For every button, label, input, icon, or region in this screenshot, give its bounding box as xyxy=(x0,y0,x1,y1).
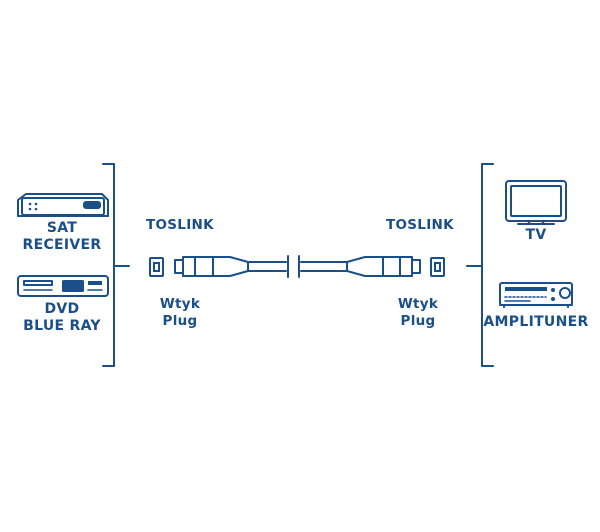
amplifier-icon xyxy=(499,282,573,308)
left-plug-label-line2: Plug xyxy=(162,313,198,329)
dvd-player-icon xyxy=(17,275,109,297)
right-plug-label-line1: Wtyk xyxy=(397,296,439,312)
sat-receiver-label-line1: SAT xyxy=(46,220,78,236)
right-plug xyxy=(346,256,445,277)
cable-break xyxy=(287,255,300,278)
right-bracket xyxy=(466,163,494,367)
left-plug xyxy=(149,256,249,277)
left-connector-type: TOSLINK xyxy=(146,217,214,233)
left-plug-label-line1: Wtyk xyxy=(159,296,201,312)
cable-left-segment xyxy=(247,261,287,272)
dvd-label-line2: BLUE RAY xyxy=(23,318,101,334)
cable-right-segment xyxy=(300,261,348,272)
sat-receiver-icon xyxy=(17,193,109,217)
left-bracket xyxy=(102,163,130,367)
tv-icon xyxy=(505,180,567,225)
right-plug-label-line2: Plug xyxy=(400,313,436,329)
dvd-label-line1: DVD xyxy=(44,301,80,317)
right-connector-type: TOSLINK xyxy=(386,217,454,233)
sat-receiver-label-line2: RECEIVER xyxy=(22,237,102,253)
amplifier-label: AMPLITUNER xyxy=(483,314,589,330)
tv-label: TV xyxy=(525,227,547,243)
